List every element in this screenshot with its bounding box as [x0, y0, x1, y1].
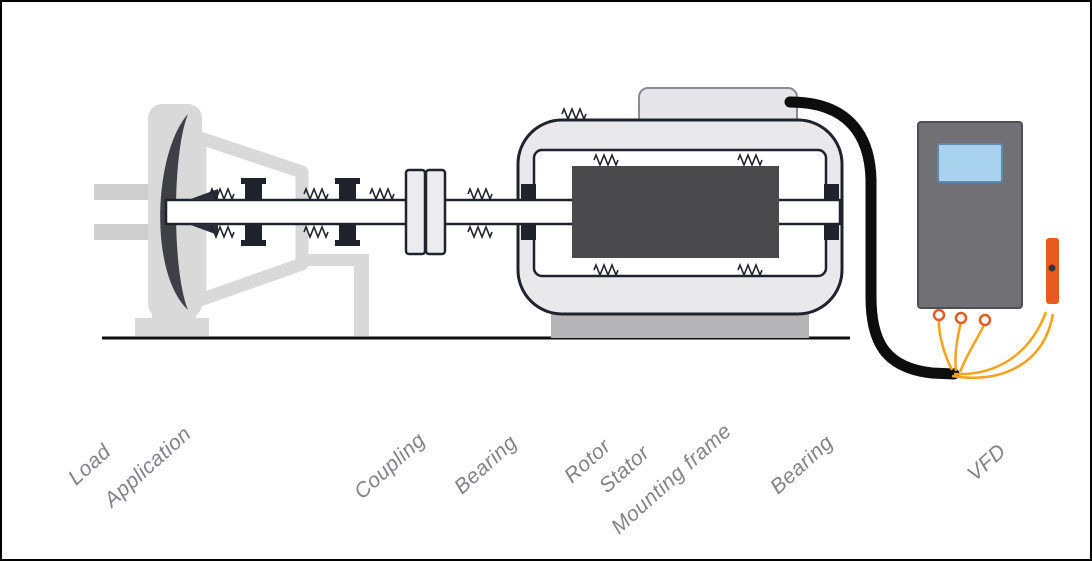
wire	[954, 320, 963, 372]
connector-dot-icon	[1048, 264, 1056, 272]
bearing-flange	[241, 240, 266, 246]
suction-flange-top	[94, 184, 152, 200]
bearing-block	[339, 184, 356, 200]
wire	[953, 311, 1048, 376]
bearing-block	[245, 224, 262, 240]
bearing-flange	[335, 240, 360, 246]
vfd-unit	[917, 121, 1023, 309]
coupling-flange-right	[424, 168, 447, 256]
bearing-block	[824, 184, 839, 200]
support-leg	[354, 254, 369, 336]
vibration-spring-icon	[467, 188, 493, 200]
bearing-flange	[241, 178, 266, 184]
terminal-ring-icon	[978, 313, 992, 327]
label-vfd: VFD	[963, 440, 1011, 486]
bearing-flange	[335, 178, 360, 184]
label-load: Load	[64, 439, 116, 489]
wire	[958, 322, 987, 373]
coupling-flange-left	[404, 168, 427, 256]
label-bearing-drive: Bearing	[450, 431, 522, 499]
power-cable	[784, 96, 960, 380]
vfd-display-screen	[937, 143, 1003, 183]
rotor-core	[572, 166, 779, 258]
bearing-block	[521, 184, 536, 200]
wire-terminals	[932, 308, 992, 327]
shaft-hub-bottom	[188, 224, 218, 235]
vibration-spring-icon	[467, 226, 493, 238]
motor-base	[551, 312, 809, 338]
bearing-block	[521, 224, 536, 240]
bearing-block	[339, 224, 356, 240]
pump-pedestal-step	[152, 306, 196, 320]
wire	[951, 313, 1055, 379]
label-application: Application	[98, 422, 195, 513]
pump-base-foot	[135, 318, 209, 336]
bearing-block	[245, 184, 262, 200]
label-bearing-motor: Bearing	[766, 431, 838, 499]
vibration-spring-icon	[369, 188, 395, 200]
label-coupling: Coupling	[350, 428, 430, 503]
bearing-block	[824, 224, 839, 240]
coupling	[404, 168, 447, 256]
terminal-ring-icon	[932, 308, 946, 322]
suction-flange-bottom	[94, 224, 152, 240]
output-connector	[1046, 238, 1059, 304]
bearing-pedestal-2	[335, 178, 360, 246]
terminal-ring-icon	[954, 311, 968, 325]
motor-bearing-left	[521, 184, 536, 240]
bearing-pedestal-1	[241, 178, 266, 246]
vfd-output-wires	[937, 311, 1055, 379]
diagram-labels: Load Application Coupling Bearing Rotor …	[64, 419, 1011, 538]
motor-bearing-right	[824, 184, 839, 240]
wire	[937, 317, 954, 371]
vibration-spring-icon	[561, 108, 587, 120]
